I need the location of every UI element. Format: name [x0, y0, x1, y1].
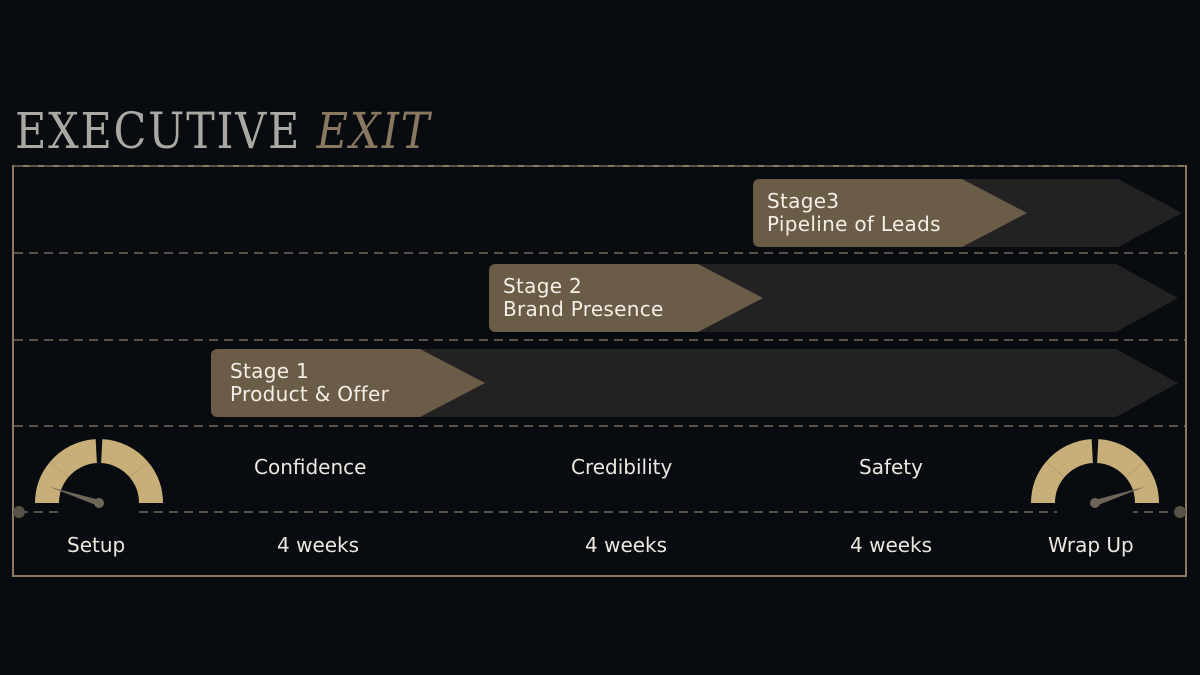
gauge-segment: [1031, 461, 1065, 503]
stage-3-arrow: [753, 179, 1027, 247]
end-gauge-icon: [1031, 439, 1159, 542]
stage-2-number: Stage 2: [503, 274, 582, 298]
timeline-start-dot: [13, 506, 25, 518]
gauge-segment: [35, 461, 69, 503]
stage-1-number: Stage 1: [230, 359, 309, 383]
gauge-segment: [1097, 439, 1145, 478]
stage-1-name: Product & Offer: [230, 382, 390, 406]
milestone-credibility: Credibility: [571, 455, 673, 479]
stage-1-track-arrow: [218, 349, 1178, 417]
title-word-exit: EXIT: [316, 102, 432, 160]
timeline-stage-2-duration: 4 weeks: [585, 533, 668, 557]
timeline-wrap-up: Wrap Up: [1048, 533, 1134, 557]
timeline-stage-3-duration: 4 weeks: [850, 533, 933, 557]
title-word-executive: EXECUTIVE: [15, 102, 302, 160]
gauge-hub: [94, 498, 104, 508]
stage-2-name: Brand Presence: [503, 297, 664, 321]
gauge-segment: [101, 439, 149, 478]
timeline-stage-1-duration: 4 weeks: [277, 533, 360, 557]
start-gauge-icon: [35, 439, 163, 542]
stage-2-label: Stage 2 Brand Presence: [503, 275, 664, 321]
stage-3-number: Stage3: [767, 189, 840, 213]
stage-2-arrow: [489, 264, 763, 332]
milestone-confidence: Confidence: [254, 455, 367, 479]
gauge-segment: [1125, 461, 1159, 503]
gauge-hub: [1090, 498, 1100, 508]
gauge-segment: [1045, 439, 1093, 478]
stage-1-arrow: [211, 349, 485, 417]
timeline-end-dot: [1174, 506, 1186, 518]
gauge-needle: [49, 486, 100, 506]
stage-3-label: Stage3 Pipeline of Leads: [767, 190, 941, 236]
timeline-setup: Setup: [67, 533, 126, 557]
stage-3-name: Pipeline of Leads: [767, 212, 941, 236]
gauge-segment: [129, 461, 163, 503]
milestone-safety: Safety: [859, 455, 923, 479]
gauge-segment: [49, 439, 97, 478]
stage-1-label: Stage 1 Product & Offer: [230, 360, 389, 406]
gauge-needle: [1094, 486, 1145, 506]
